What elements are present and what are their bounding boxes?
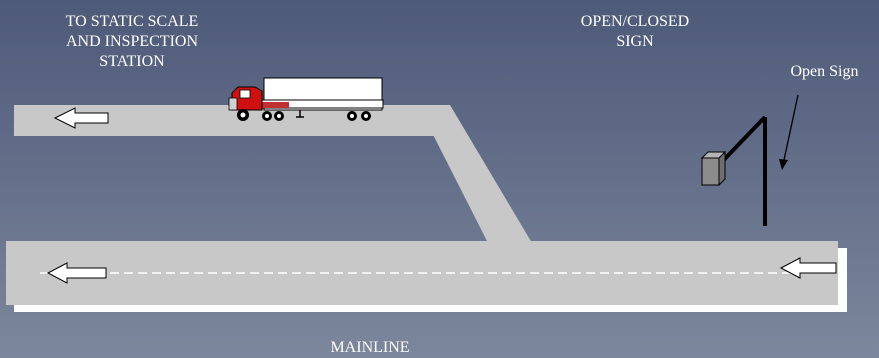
- mainline-left-arrow-icon: [46, 262, 107, 284]
- open-closed-sign: [700, 115, 767, 226]
- open-closed-sign-label: OPEN/CLOSED SIGN: [545, 12, 725, 52]
- mainline-label: MAINLINE: [330, 339, 410, 356]
- open-sign-pointer: [779, 94, 799, 170]
- static-scale-label-line2: AND INSPECTION: [66, 33, 198, 50]
- static-scale-label-line1: TO STATIC SCALE: [65, 13, 199, 30]
- static-scale-label: TO STATIC SCALE AND INSPECTION STATION: [22, 12, 242, 72]
- ramp-road-diagonal: [418, 105, 532, 243]
- sign-label-line1: OPEN/CLOSED: [580, 13, 690, 30]
- sign-label-line2: SIGN: [616, 33, 654, 50]
- semi-truck-icon: [228, 77, 384, 121]
- ramp-direction-arrow-icon: [53, 107, 109, 129]
- mainline-right-arrow-icon: [779, 257, 837, 279]
- open-sign-label: Open Sign: [790, 63, 859, 80]
- static-scale-label-line3: STATION: [99, 53, 165, 70]
